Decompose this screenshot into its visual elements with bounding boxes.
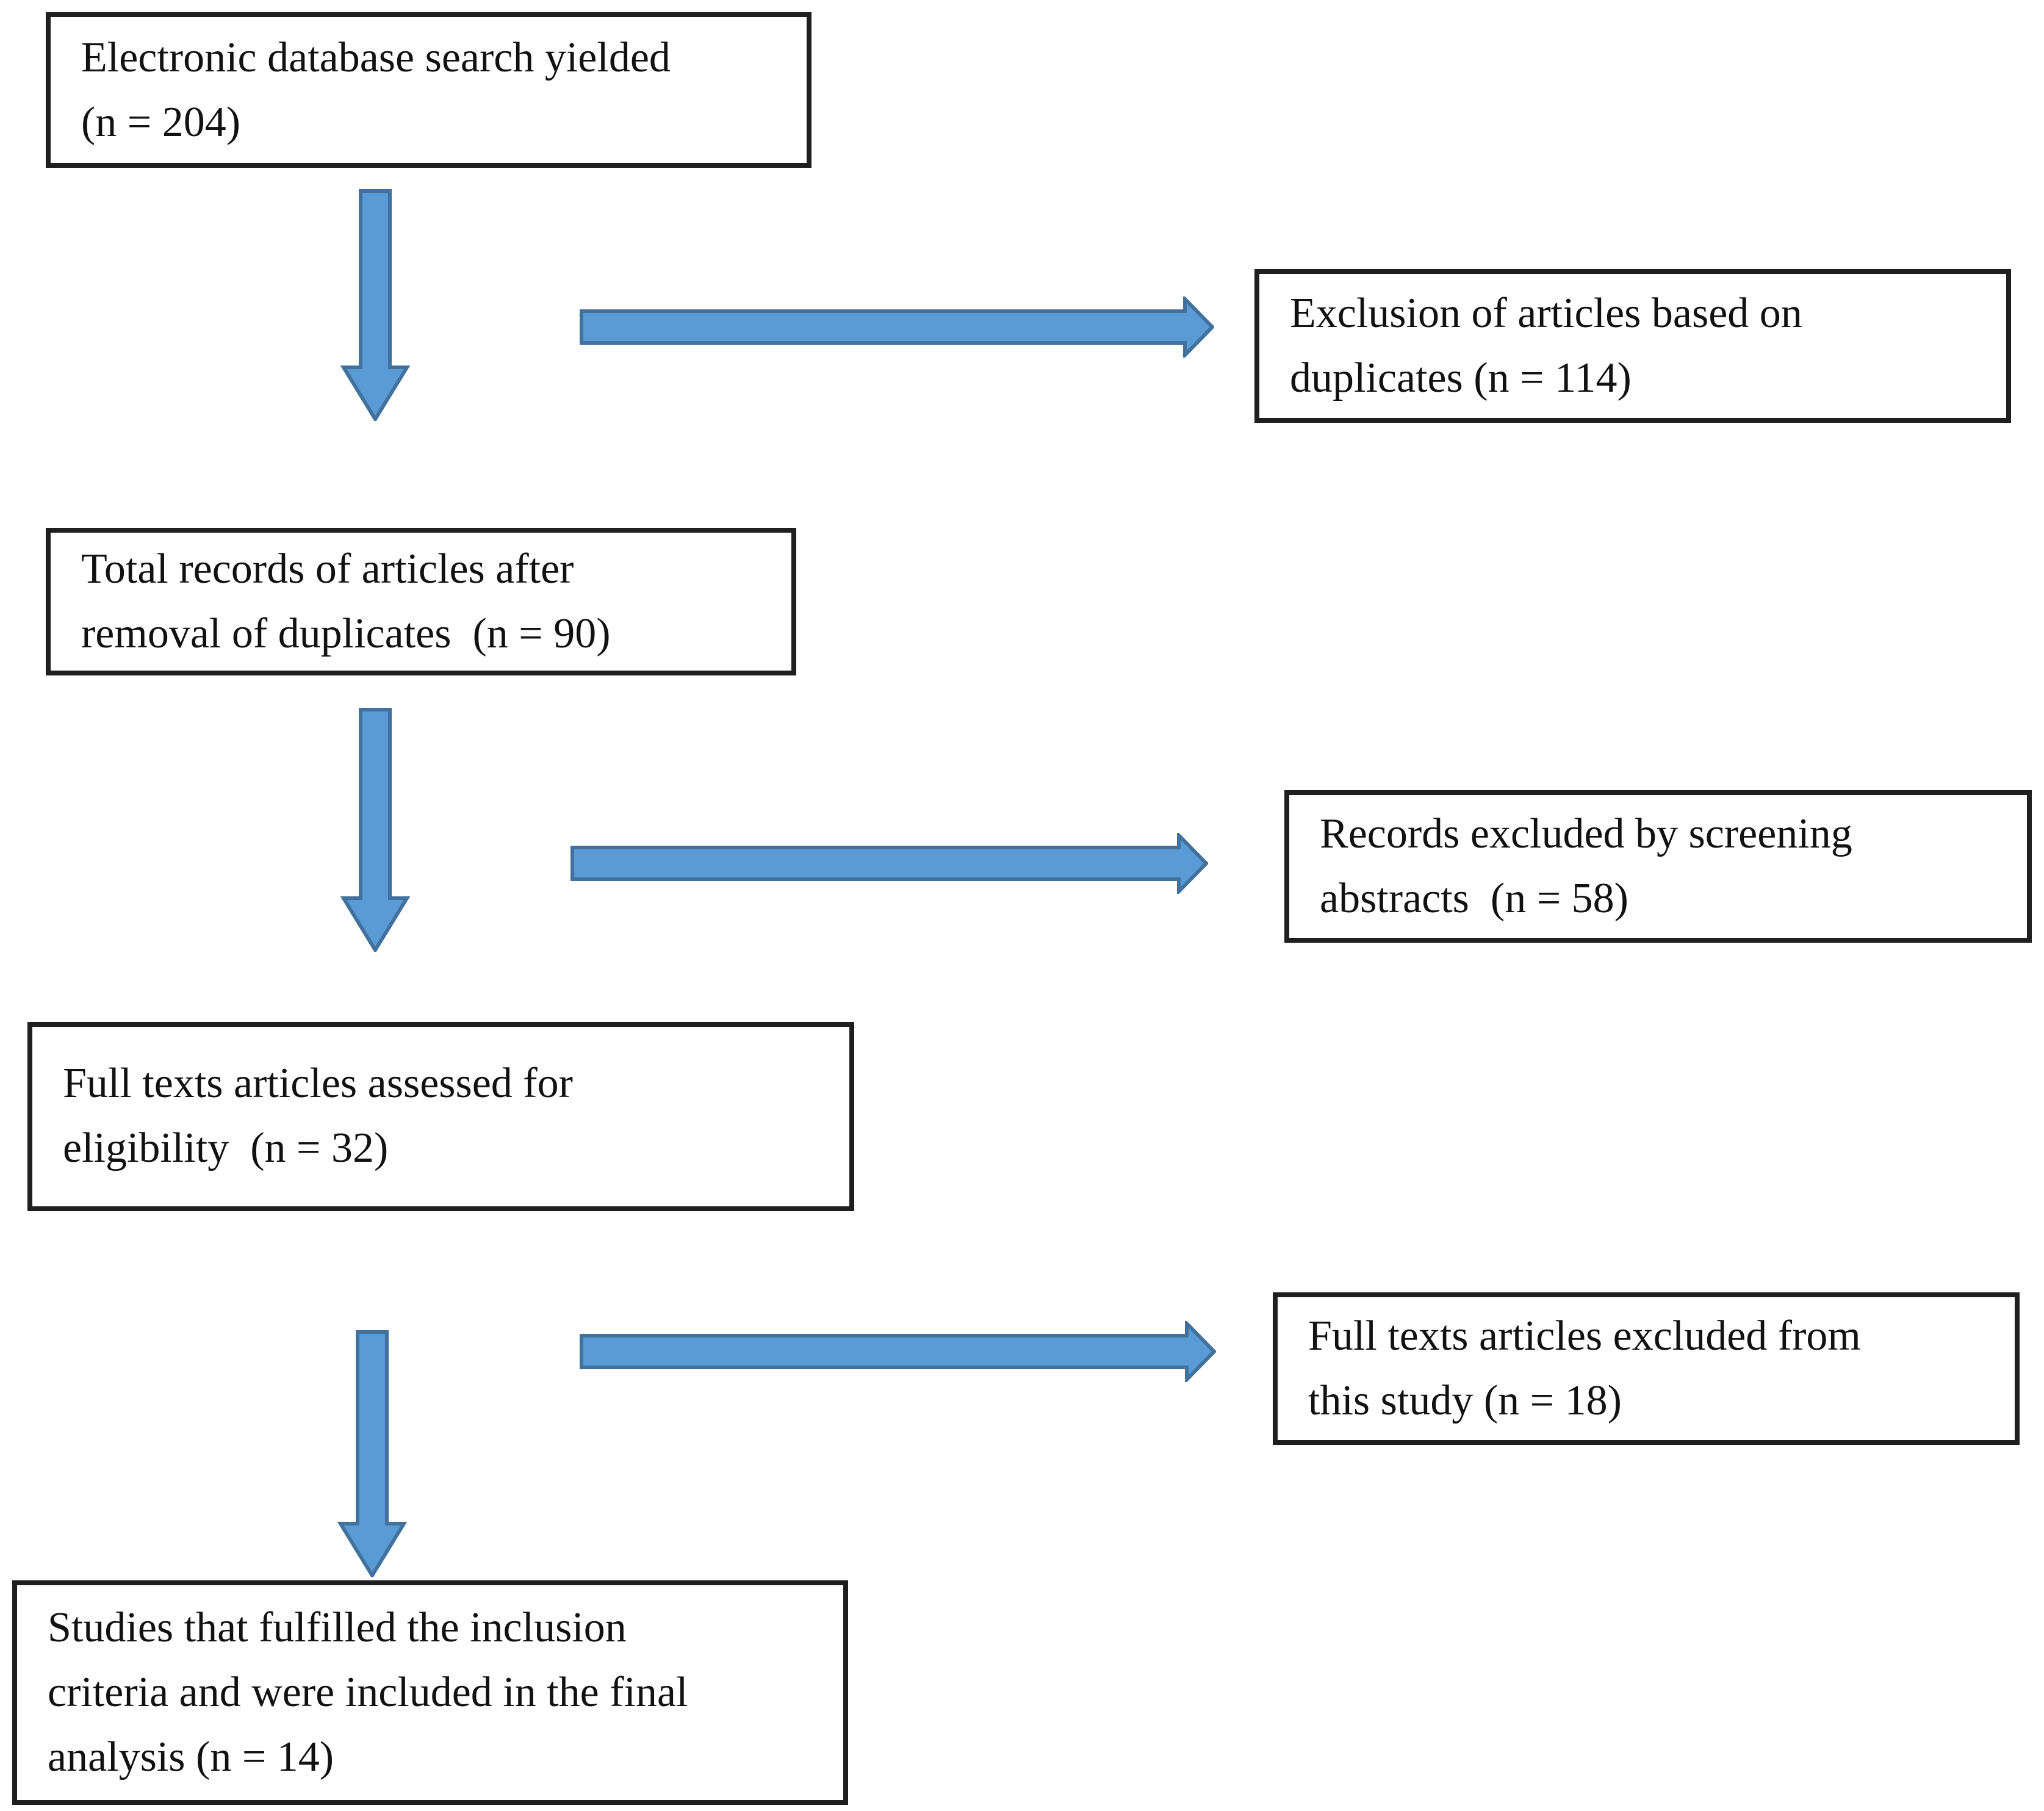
flow-box-fulltext-assessed: Full texts articles assessed for eligibi… <box>27 1022 854 1211</box>
arrow-shape <box>337 1330 408 1577</box>
arrow-right-to-fulltext-excluded-icon <box>580 1321 1216 1382</box>
flow-box-excluded-screening: Records excluded by screening abstracts … <box>1284 790 2032 943</box>
flow-box-after-duplicates: Total records of articles after removal … <box>46 528 796 675</box>
flow-box-search: Electronic database search yielded (n = … <box>46 12 811 168</box>
arrow-right-to-excluded-duplicates-icon <box>580 297 1214 358</box>
flow-box-excluded-duplicates: Exclusion of articles based on duplicate… <box>1254 269 2011 423</box>
arrow-down-fulltext-to-included-icon <box>337 1330 408 1577</box>
arrow-right-to-excluded-screening-icon <box>570 833 1208 894</box>
flow-box-included-final: Studies that fulfilled the inclusion cri… <box>12 1580 848 1805</box>
arrow-shape <box>580 1321 1216 1382</box>
flow-box-fulltext-excluded: Full texts articles excluded from this s… <box>1273 1292 2020 1445</box>
arrow-down-search-to-after-duplicates-icon <box>340 189 411 421</box>
arrow-shape <box>340 708 411 952</box>
arrow-shape <box>570 833 1208 894</box>
arrow-shape <box>580 297 1214 358</box>
arrow-shape <box>340 189 411 421</box>
arrow-down-after-duplicates-to-fulltext-icon <box>340 708 411 952</box>
